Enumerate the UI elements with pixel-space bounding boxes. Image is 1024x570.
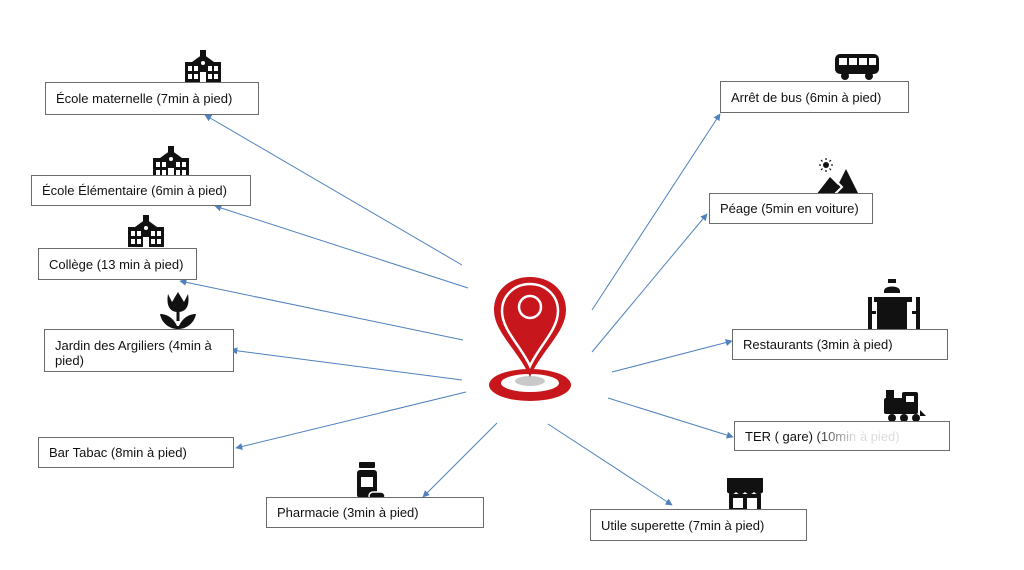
label-pharmacie: Pharmacie (3min à pied): [266, 497, 484, 528]
mountain-road-icon: [816, 158, 859, 196]
arrow-bar-tabac: [235, 391, 467, 450]
arrow-ecole-maternelle: [204, 114, 463, 266]
label-ter: TER ( gare) (10min à pied): [734, 421, 950, 451]
map-pin-icon: [489, 277, 571, 401]
arrow-superette: [547, 423, 673, 506]
label-college: Collège (13 min à pied): [38, 248, 197, 280]
dining-table-icon: [868, 279, 920, 330]
label-ecole-elementaire: École Élémentaire (6min à pied): [31, 175, 251, 206]
label-text: Restaurants (3min à pied): [743, 337, 893, 352]
store-icon: [727, 478, 763, 512]
label-peage: Péage (5min en voiture): [709, 193, 873, 224]
label-arret-bus: Arrêt de bus (6min à pied): [720, 81, 909, 113]
label-bar-tabac: Bar Tabac (8min à pied): [38, 437, 234, 468]
label-text: TER ( gare) (10min à pied): [745, 428, 900, 444]
label-text: Collège (13 min à pied): [49, 256, 184, 272]
label-text: Pharmacie (3min à pied): [277, 505, 419, 520]
bus-icon: [835, 54, 879, 80]
label-text: Jardin des Argiliers (4min à pied): [55, 338, 212, 368]
label-text: École maternelle (7min à pied): [56, 91, 233, 106]
school-icon: [153, 146, 189, 178]
label-superette: Utile superette (7min à pied): [590, 509, 807, 541]
label-ecole-maternelle: École maternelle (7min à pied): [45, 82, 259, 115]
school-icon: [128, 215, 164, 247]
arrow-arret-bus: [591, 113, 721, 311]
tulip-icon: [160, 292, 196, 329]
arrow-restaurants: [611, 339, 733, 373]
label-text: Utile superette (7min à pied): [601, 517, 765, 533]
arrow-college: [179, 278, 464, 341]
label-restaurants: Restaurants (3min à pied): [732, 329, 948, 360]
label-text: École Élémentaire (6min à pied): [42, 183, 227, 198]
label-text: Arrêt de bus (6min à pied): [731, 89, 882, 105]
arrow-peage: [591, 213, 708, 353]
label-text: Péage (5min en voiture): [720, 201, 859, 216]
label-jardin: Jardin des Argiliers (4min à pied): [44, 329, 234, 372]
train-icon: [884, 390, 926, 422]
arrow-ter: [607, 397, 734, 439]
school-icon: [185, 50, 221, 82]
arrow-jardin: [230, 347, 463, 381]
connector-arrows: [179, 113, 734, 506]
arrow-ecole-elementaire: [214, 204, 469, 289]
medicine-icon: [357, 462, 386, 501]
arrow-pharmacie: [422, 422, 498, 498]
label-text: Bar Tabac (8min à pied): [49, 445, 187, 460]
